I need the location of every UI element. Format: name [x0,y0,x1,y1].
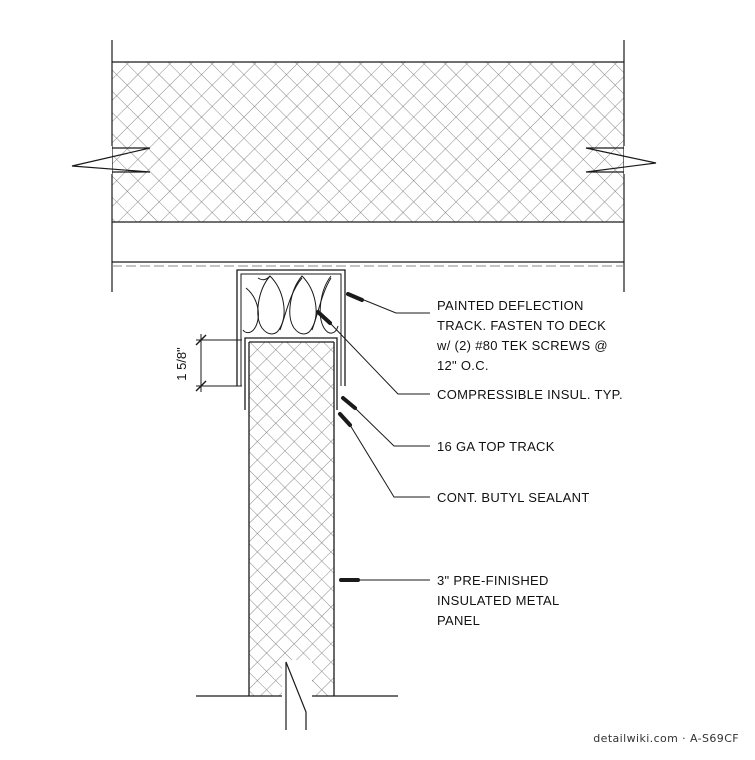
callout-line: TRACK. FASTEN TO DECK [437,318,606,333]
floor-line-and-break [196,660,398,730]
break-symbol-left [70,146,151,174]
break-symbol-right [585,146,660,174]
dimension-1-5-8: 1 5/8" [174,334,242,392]
callout-line: COMPRESSIBLE INSUL. TYP. [437,387,623,402]
dimension-label: 1 5/8" [174,347,189,381]
callout-metal-panel: 3" PRE-FINISHED INSULATED METAL PANEL [437,573,559,628]
callout-line: w/ (2) #80 TEK SCREWS @ [436,338,608,353]
callout-line: PAINTED DEFLECTION [437,298,584,313]
callout-line: 12" O.C. [437,358,489,373]
insulated-metal-panel [248,341,335,696]
steel-deck-band [112,261,624,267]
callout-butyl-sealant: CONT. BUTYL SEALANT [437,490,590,505]
compressible-insulation [242,275,339,335]
callout-line: 16 GA TOP TRACK [437,439,555,454]
callout-top-track: 16 GA TOP TRACK [437,439,555,454]
callout-deflection-track: PAINTED DEFLECTION TRACK. FASTEN TO DECK… [436,298,608,373]
callout-line: 3" PRE-FINISHED [437,573,549,588]
callout-line: CONT. BUTYL SEALANT [437,490,590,505]
top-track [244,337,338,410]
source-credit: detailwiki.com · A-S69CF [593,732,739,745]
callout-leaders [316,292,430,582]
callout-line: PANEL [437,613,480,628]
concrete-deck [111,40,625,292]
callout-line: INSULATED METAL [437,593,559,608]
deflection-track [236,269,346,386]
callout-compressible-insul: COMPRESSIBLE INSUL. TYP. [437,387,623,402]
